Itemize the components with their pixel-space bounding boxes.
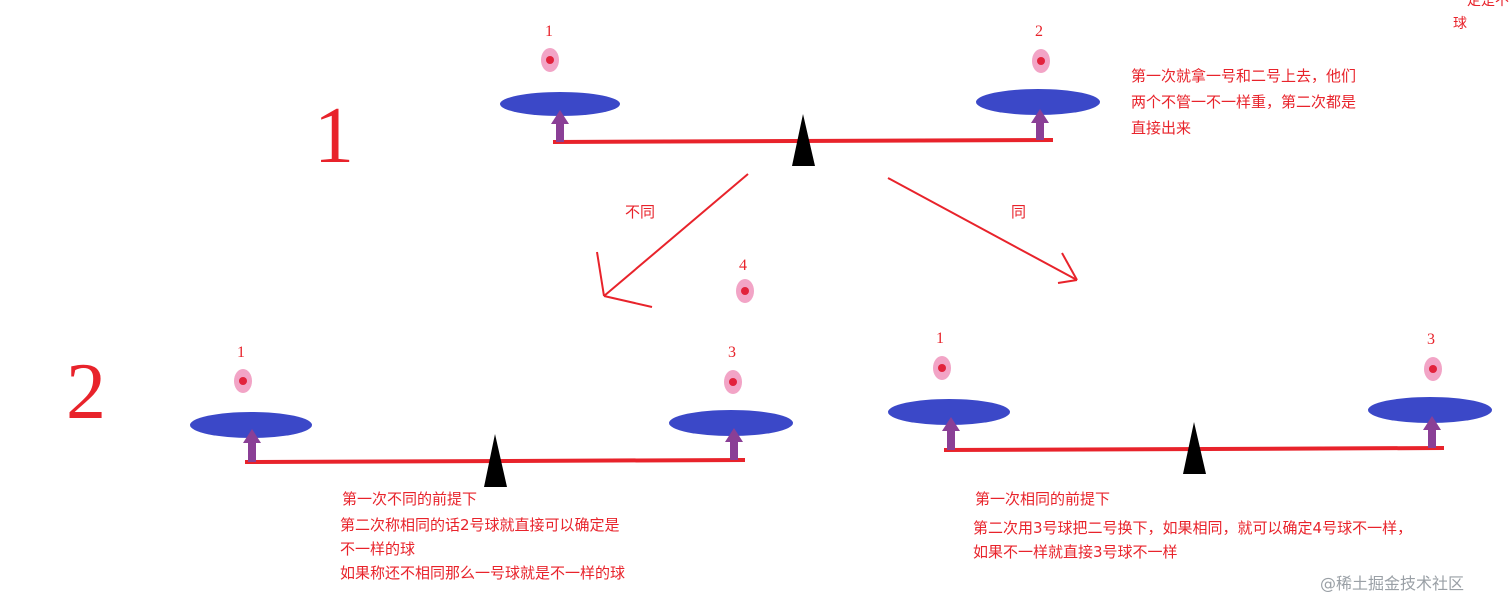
scale-2 bbox=[190, 369, 793, 487]
scale-1-left-ball-number: 1 bbox=[545, 23, 553, 40]
ball-1 bbox=[541, 48, 559, 72]
note-bottom-left-heading: 第一次不同的前提下 bbox=[342, 490, 478, 508]
scale-1-left-pan bbox=[500, 92, 620, 116]
scale-3-ball-1 bbox=[933, 356, 951, 380]
scale-1-right-post bbox=[1031, 109, 1049, 140]
scale-3-right-pan bbox=[1368, 397, 1492, 423]
scale-3-ball-3 bbox=[1424, 357, 1442, 381]
scale-3-left-pan bbox=[888, 399, 1010, 425]
scale-1-right-pan bbox=[976, 89, 1100, 115]
scale-3-fulcrum bbox=[1183, 422, 1206, 474]
note-bottom-right-heading: 第一次相同的前提下 bbox=[975, 490, 1111, 508]
note-bottom-left-body: 第二次称相同的话2号球就直接可以确定是 不一样的球 如果称还不相同那么一号球就是… bbox=[340, 516, 626, 582]
scale-3 bbox=[888, 356, 1492, 474]
corner-clipped-text-1: 一定是不 bbox=[1453, 0, 1509, 9]
arrow-label-different: 不同 bbox=[625, 203, 656, 221]
scale-2-right-post bbox=[725, 428, 743, 460]
corner-clipped-text-2: 球 bbox=[1453, 16, 1467, 32]
scale-2-ball-1 bbox=[234, 369, 252, 393]
scale-2-left-pan bbox=[190, 412, 312, 438]
ball-2 bbox=[1032, 49, 1050, 73]
ball-4 bbox=[736, 279, 754, 303]
scale-3-right-post bbox=[1423, 416, 1441, 448]
step-label-2: 2 bbox=[66, 348, 106, 436]
watermark: @稀土掘金技术社区 bbox=[1320, 574, 1465, 593]
scale-1-fulcrum bbox=[792, 114, 815, 166]
extra-ball-number: 4 bbox=[739, 257, 747, 274]
arrow-different bbox=[596, 173, 749, 308]
scale-1-left-post bbox=[551, 110, 569, 142]
arrow-same bbox=[887, 177, 1078, 284]
scale-2-right-ball-number: 3 bbox=[728, 344, 736, 361]
step-label-1: 1 bbox=[314, 92, 354, 180]
arrow-label-same: 同 bbox=[1011, 203, 1027, 221]
scale-3-left-ball-number: 1 bbox=[936, 330, 944, 347]
note-top: 第一次就拿一号和二号上去，他们 两个不管一不一样重，第二次都是 直接出来 bbox=[1131, 67, 1357, 137]
scale-3-right-ball-number: 3 bbox=[1427, 331, 1435, 348]
scale-1 bbox=[500, 48, 1100, 166]
scale-3-left-post bbox=[942, 417, 960, 450]
scale-2-left-post bbox=[243, 429, 261, 462]
scale-1-right-ball-number: 2 bbox=[1035, 23, 1043, 40]
scale-2-right-pan bbox=[669, 410, 793, 436]
note-bottom-right-body: 第二次用3号球把二号换下，如果相同，就可以确定4号球不一样， 如果不一样就直接3… bbox=[973, 519, 1413, 561]
scale-2-ball-3 bbox=[724, 370, 742, 394]
scale-2-left-ball-number: 1 bbox=[237, 344, 245, 361]
scale-2-fulcrum bbox=[484, 434, 507, 487]
